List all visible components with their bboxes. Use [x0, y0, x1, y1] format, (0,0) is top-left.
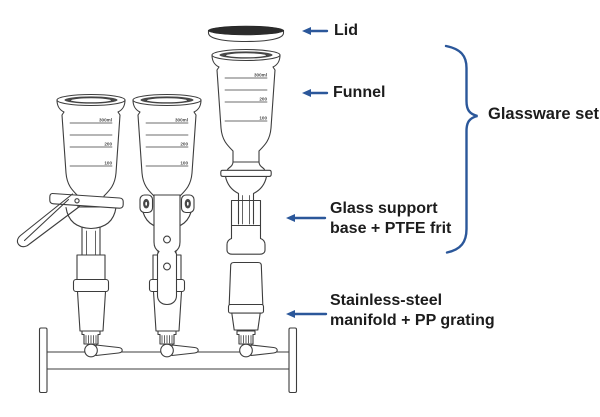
label-manifold-line1: Stainless-steel [330, 292, 443, 309]
svg-text:100: 100 [259, 116, 267, 121]
svg-text:200: 200 [259, 97, 267, 102]
svg-text:100: 100 [104, 161, 112, 166]
svg-text:200: 200 [180, 142, 188, 147]
arrow-left-icon [286, 214, 327, 222]
label-manifold: Stainless-steel manifold + PP grating [330, 291, 495, 331]
svg-text:200: 200 [104, 142, 112, 147]
valve-port-3 [236, 330, 278, 358]
valve-port-1 [81, 330, 123, 358]
label-funnel: Funnel [333, 83, 385, 103]
svg-text:100: 100 [180, 161, 188, 166]
filter-assembly-left [16, 93, 126, 332]
svg-text:300ml: 300ml [99, 118, 112, 123]
support-base-drawing [220, 169, 272, 255]
filter-assembly-right-exploded [207, 25, 285, 331]
label-funnel-text: Funnel [333, 84, 386, 101]
funnel-drawing [211, 48, 281, 173]
valve-port-2 [157, 330, 199, 358]
graduation-labels: 300ml 200 100 300ml 200 100 300ml 200 10… [99, 73, 267, 166]
svg-text:300ml: 300ml [175, 118, 188, 123]
label-support-base: Glass support base + PTFE frit [330, 199, 451, 239]
label-support-base-line2: base + PTFE frit [330, 220, 452, 237]
label-lid: Lid [334, 21, 358, 41]
svg-text:300ml: 300ml [254, 73, 267, 78]
label-glassware-set-text: Glassware set [488, 105, 599, 123]
stainless-connector-drawing [227, 261, 265, 331]
lid-drawing [207, 25, 285, 43]
annotations [286, 27, 478, 318]
arrow-left-icon [302, 89, 329, 97]
manifold-drawing [38, 327, 298, 394]
clamp-strap [139, 194, 195, 306]
label-lid-text: Lid [334, 22, 358, 39]
filter-assembly-middle [132, 93, 202, 332]
label-manifold-line2: manifold + PP grating [330, 312, 495, 329]
label-glassware-set: Glassware set [488, 104, 599, 124]
arrow-left-icon [302, 27, 329, 35]
label-support-base-line1: Glass support [330, 200, 438, 217]
curly-brace [444, 44, 478, 254]
arrow-left-icon [286, 310, 328, 318]
clamp-lever [16, 192, 124, 248]
